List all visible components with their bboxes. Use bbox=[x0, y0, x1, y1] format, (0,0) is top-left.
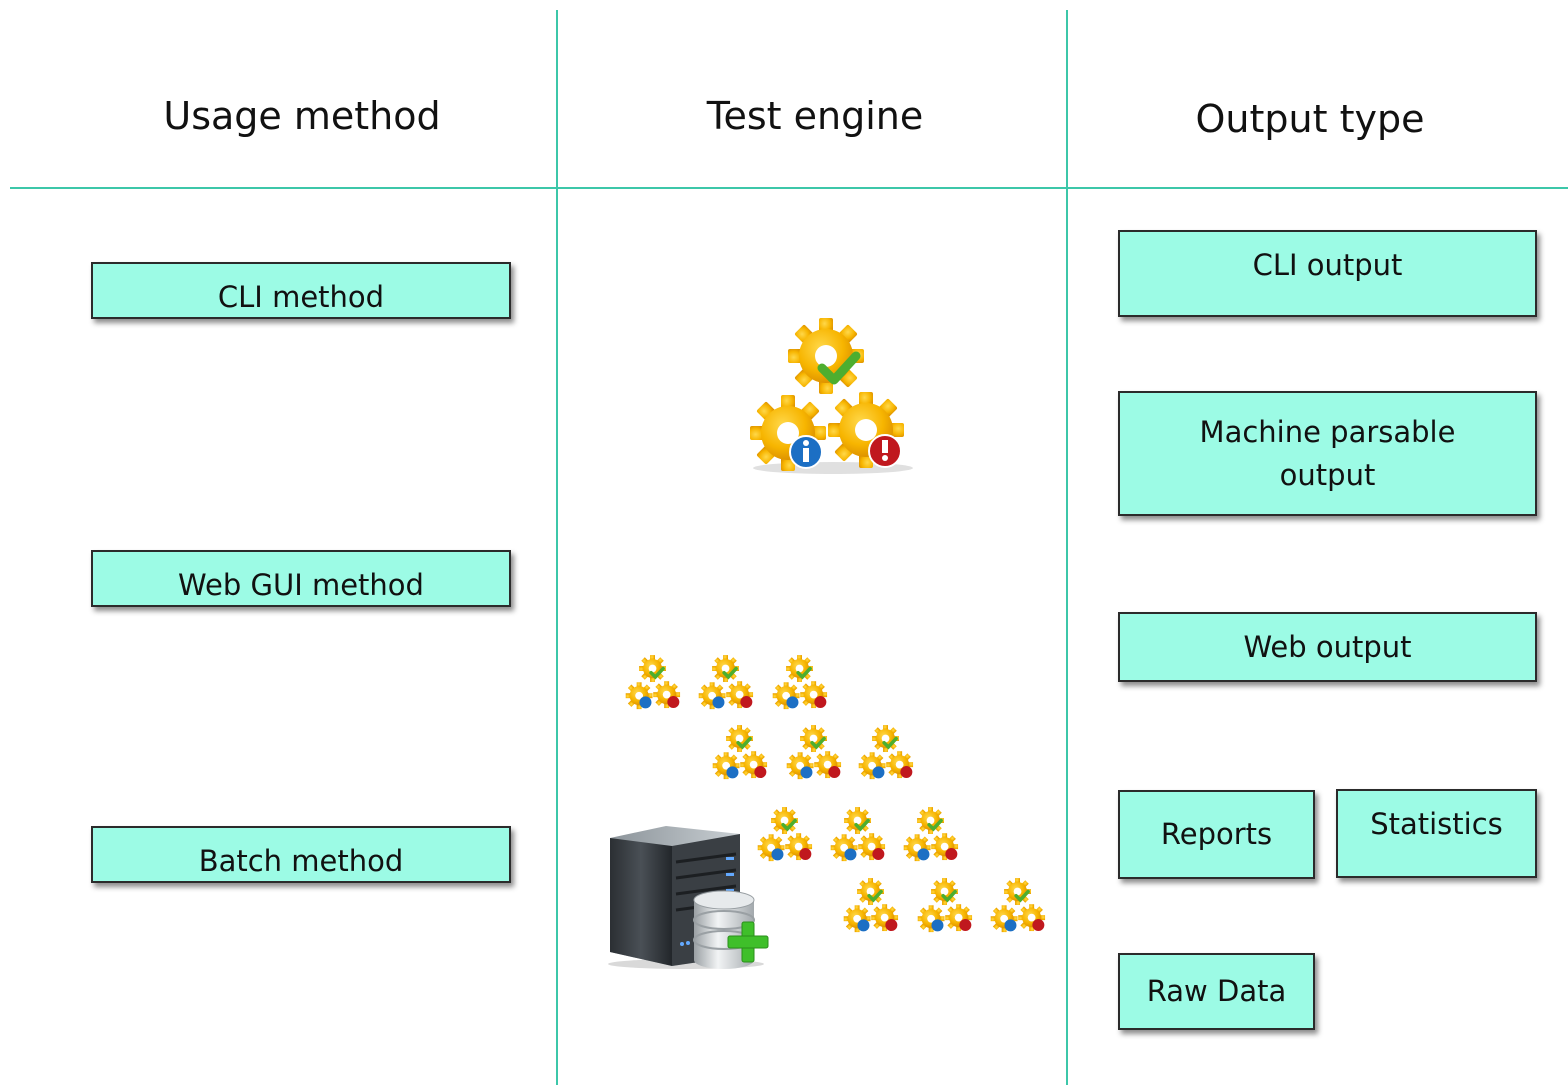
cli-output-box[interactable]: CLI output bbox=[1118, 230, 1537, 317]
gears-icon bbox=[698, 655, 758, 711]
cli-method-box[interactable]: CLI method bbox=[91, 262, 511, 319]
batch-method-box[interactable]: Batch method bbox=[91, 826, 511, 883]
gears-icon bbox=[990, 878, 1050, 934]
gears-icon bbox=[712, 725, 772, 781]
machine-parsable-output-box[interactable]: Machine parsable output bbox=[1118, 391, 1537, 516]
gears-icon bbox=[772, 655, 832, 711]
gears-icon bbox=[786, 725, 846, 781]
raw-data-box[interactable]: Raw Data bbox=[1118, 953, 1315, 1030]
gears-icon bbox=[625, 655, 685, 711]
gears-icon bbox=[830, 807, 890, 863]
gears-icon bbox=[843, 878, 903, 934]
header-output-type: Output type bbox=[1195, 97, 1425, 141]
test-engine-gears-icon bbox=[748, 318, 918, 476]
column-divider-right bbox=[1066, 10, 1068, 1085]
web-output-box[interactable]: Web output bbox=[1118, 612, 1537, 682]
web-gui-method-box[interactable]: Web GUI method bbox=[91, 550, 511, 607]
header-test-engine: Test engine bbox=[706, 94, 924, 138]
gears-icon bbox=[917, 878, 977, 934]
statistics-box[interactable]: Statistics bbox=[1336, 789, 1537, 878]
header-divider bbox=[10, 187, 1568, 189]
reports-box[interactable]: Reports bbox=[1118, 790, 1315, 879]
column-divider-left bbox=[556, 10, 558, 1085]
server-database-add-icon bbox=[606, 824, 774, 970]
gears-icon bbox=[903, 807, 963, 863]
header-usage-method: Usage method bbox=[163, 94, 441, 138]
gears-icon bbox=[858, 725, 918, 781]
